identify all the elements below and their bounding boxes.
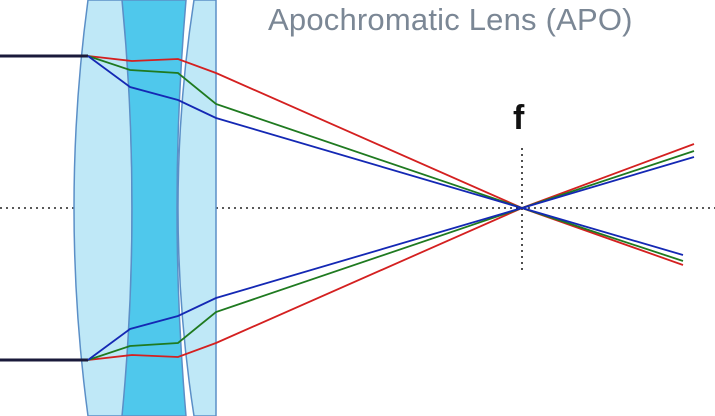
focal-point-label: f [513, 99, 525, 137]
concave-lens-element [121, 0, 187, 416]
diagram-title: Apochromatic Lens (APO) [268, 2, 633, 37]
plano-convex-lens-element [177, 0, 217, 416]
ray-blue-top [87, 55, 695, 209]
ray-green-top [87, 55, 695, 209]
convex-lens-element [73, 0, 133, 416]
ray-blue-bottom [87, 207, 684, 361]
ray-red-top [87, 55, 695, 209]
ray-green-bottom [87, 207, 684, 361]
